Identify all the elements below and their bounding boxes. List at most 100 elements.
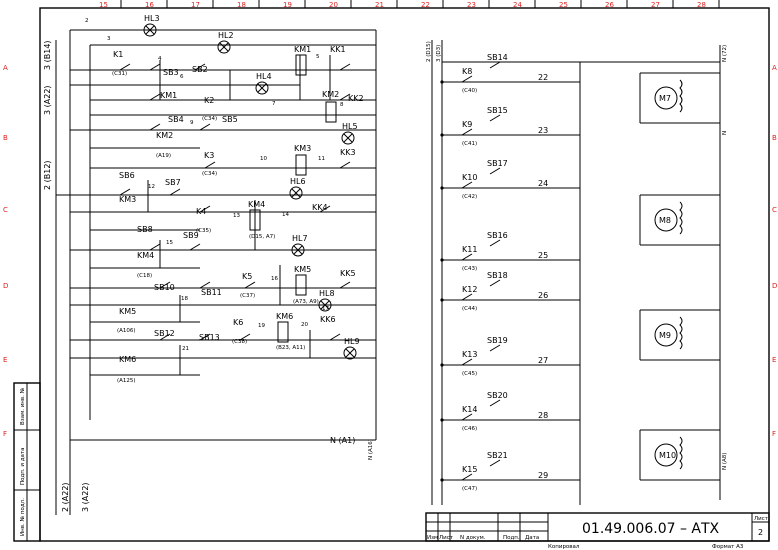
comp-label-k3-8: K3 bbox=[204, 151, 214, 160]
column-label-21: 21 bbox=[375, 1, 384, 9]
branch-kref-k10: (C42) bbox=[462, 194, 477, 200]
comp-label-k6-22: K6 bbox=[233, 318, 243, 327]
column-label-15: 15 bbox=[99, 1, 108, 9]
tb-col-list: Лист bbox=[439, 535, 454, 541]
coil-km1 bbox=[295, 54, 307, 76]
branch-wire-29: 29 bbox=[538, 471, 548, 480]
bus-label-2-b12: 2 (B12) bbox=[43, 160, 52, 190]
branch-sb-sb20: SB20 bbox=[487, 391, 508, 400]
comp-label-kk4-31: KK4 bbox=[312, 203, 328, 212]
bus-label-3-b14: 3 (B14) bbox=[43, 40, 52, 70]
lamp-hl7: HL7 bbox=[291, 234, 308, 257]
format-label: Формат А3 bbox=[712, 544, 744, 550]
branch-k-k9: K9 bbox=[462, 120, 472, 129]
branch-wire-25: 25 bbox=[538, 251, 548, 260]
column-label-27: 27 bbox=[651, 1, 660, 9]
comp-label-sb5-6: SB5 bbox=[222, 115, 238, 124]
contact-22 bbox=[339, 281, 351, 289]
comp-label-km4-15: KM4 bbox=[137, 251, 154, 260]
wire-number-16: 16 bbox=[271, 276, 278, 282]
right-bus-3-d3: 3 (D3) bbox=[436, 45, 442, 62]
row-label-right-E: E bbox=[772, 356, 776, 364]
contact-23 bbox=[329, 333, 341, 341]
comp-label-sb7-10: SB7 bbox=[165, 178, 181, 187]
branch-sb-sb19: SB19 bbox=[487, 336, 508, 345]
branch-sb-sb15: SB15 bbox=[487, 106, 508, 115]
comp-label-km5-19: KM5 bbox=[119, 307, 136, 316]
wire-number-20: 20 bbox=[301, 322, 308, 328]
tb-col-sign: Подп. bbox=[503, 535, 520, 541]
branch-wire-26: 26 bbox=[538, 291, 548, 300]
lamp-label-hl4: HL4 bbox=[256, 72, 272, 81]
bus-label-2-a22: 2 (A22) bbox=[61, 482, 70, 512]
branch-wire-28: 28 bbox=[538, 411, 548, 420]
lamp-hl8: HL8 bbox=[318, 289, 335, 312]
contact-15 bbox=[159, 333, 171, 341]
lamp-hl5: HL5 bbox=[341, 122, 358, 145]
coil-km6 bbox=[277, 321, 289, 343]
row-label-right-A: A bbox=[772, 64, 777, 72]
branch-k-k8: K8 bbox=[462, 67, 472, 76]
lamp-label-hl8: HL8 bbox=[319, 289, 335, 298]
column-label-25: 25 bbox=[559, 1, 568, 9]
lamp-label-hl2: HL2 bbox=[218, 31, 234, 40]
column-label-18: 18 bbox=[237, 1, 246, 9]
comp-ref-10: (D15, A7) bbox=[249, 234, 275, 240]
column-label-20: 20 bbox=[329, 1, 338, 9]
contact-12 bbox=[244, 281, 256, 289]
comp-ref-8: (C38) bbox=[232, 339, 247, 345]
row-label-right-F: F bbox=[772, 430, 776, 438]
contact-11 bbox=[189, 243, 201, 251]
right-n-a8: N (A8) bbox=[722, 453, 728, 470]
lamp-label-hl9: HL9 bbox=[344, 337, 360, 346]
comp-ref-1: (C34) bbox=[202, 116, 217, 122]
comp-label-k1-0: K1 bbox=[113, 50, 123, 59]
tb-col-date: Дата bbox=[525, 535, 539, 541]
row-label-left-C: C bbox=[3, 206, 8, 214]
wire-number-9: 9 bbox=[190, 120, 194, 126]
comp-label-sb12-20: SB12 bbox=[154, 329, 175, 338]
comp-label-kk2-27: KK2 bbox=[348, 94, 364, 103]
comp-label-km4-30: KM4 bbox=[248, 200, 265, 209]
contact-14 bbox=[199, 281, 211, 289]
wire-number-21: 21 bbox=[182, 346, 189, 352]
branch-kref-k11: (C43) bbox=[462, 266, 477, 272]
branch-sb-sb14: SB14 bbox=[487, 53, 508, 62]
comp-label-sb4-5: SB4 bbox=[168, 115, 184, 124]
comp-ref-6: (C37) bbox=[240, 293, 255, 299]
wire-number-14: 14 bbox=[282, 212, 289, 218]
branch-wire-27: 27 bbox=[538, 356, 548, 365]
tb-col-izm: Изм bbox=[427, 535, 438, 541]
column-label-28: 28 bbox=[697, 1, 706, 9]
motor-m10: M10 bbox=[639, 429, 720, 481]
stamp-replace-inv: Взам. инв. № bbox=[20, 387, 26, 425]
right-n-mid: N bbox=[722, 131, 728, 135]
comp-label-km1-24: KM1 bbox=[294, 45, 311, 54]
branch-sb-sb16: SB16 bbox=[487, 231, 508, 240]
wire-number-11: 11 bbox=[318, 156, 325, 162]
switch-contacts bbox=[119, 63, 351, 341]
column-label-24: 24 bbox=[513, 1, 522, 9]
comp-ref-4: (C35) bbox=[196, 228, 211, 234]
row-label-left-D: D bbox=[3, 282, 8, 290]
stamp-sign-date: Подп. и дата bbox=[20, 448, 26, 485]
comp-label-k2-4: K2 bbox=[204, 96, 214, 105]
comp-label-kk1-25: KK1 bbox=[330, 45, 346, 54]
branch-sb-sb18: SB18 bbox=[487, 271, 508, 280]
contact-6 bbox=[204, 161, 216, 169]
comp-label-sb11-18: SB11 bbox=[201, 288, 222, 297]
comp-ref-5: (C18) bbox=[137, 273, 152, 279]
contact-2 bbox=[194, 63, 206, 71]
comp-ref-11: (A73, A9) bbox=[293, 299, 319, 305]
comp-label-kk3-29: KK3 bbox=[340, 148, 356, 157]
comp-ref-12: (B23, A11) bbox=[276, 345, 305, 351]
branch-wire-24: 24 bbox=[538, 179, 548, 188]
lamp-hl4: HL4 bbox=[255, 72, 272, 95]
